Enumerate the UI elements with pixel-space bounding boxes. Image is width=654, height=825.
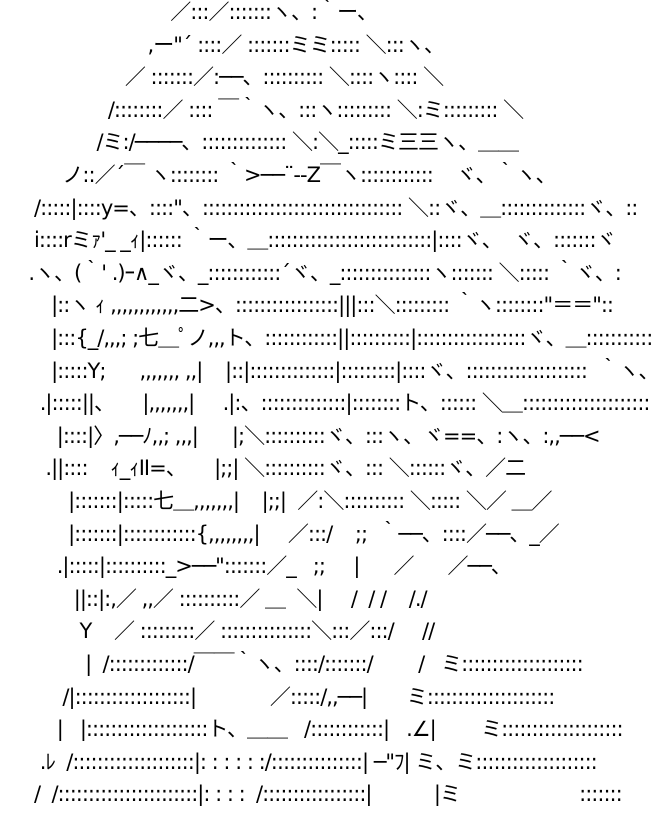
art-line: /::::::::／ :::: ￣｀ヽ、:::ヽ::::::::: ＼:ミ:::… [0,97,524,122]
art-line: /:::::|::::y=、::::"、::::::::::::::::::::… [0,195,638,220]
art-line: ／:::／:::::::ヽ、:｀ー、 [0,0,378,24]
art-line: |:::::Y; ,,,,,,, ,,| |::|::::::::::::::|… [0,358,654,383]
art-line: i::::rミｧ'_ _ｨ|:::::: ｀ー、＿:::::::::::::::… [0,228,616,253]
art-line: .|:::::|::::::::::_>──":::::::／_ ;; | ／ … [0,554,512,579]
art-line: | |::::::::::::::::::::ト、＿＿ /:::::::::::… [0,717,624,742]
art-line: |::ヽ ｨ ,,,,,,,,,,,,二>、:::::::::::::::::|… [0,293,614,318]
art-line: ||::|:,／ ,,／ ::::::::::／ ＿ ＼| / / / /./ [0,586,428,611]
art-line: |::::|〉,──ﾉ,,; ,,,| |;＼::::::::::ヾ、:::ヽ、… [0,423,601,448]
art-line: |:::::::|:::::七＿,,,,,,,| |;;| ／:＼:::::::… [0,489,552,513]
art-line: ,ー"´ ::::／ :::::::ミミ::::: ＼:::ヽ、 [0,32,445,57]
art-line: Y ／ :::::::::／ :::::::::::::::＼:::／:::/ … [0,619,435,644]
art-line: .|:::::||、 |,,,,,,,| .|:、::::::::::::::|… [0,391,651,416]
art-line: /ミ:/────、:::::::::::::: ＼:＼_:::::ミ三三ヽ、＿＿ [0,130,518,155]
art-line: ノ::／´￣ ヽ:::::::: ｀>──¨--Z￣ヽ:::::::::::: … [0,163,556,187]
art-line: / /:::::::::::::::::::::::|: : : : /::::… [0,782,623,807]
art-line: |:::::::|::::::::::::{,,,,,,,,| ／:::/ ;;… [0,521,560,546]
art-line: ／ :::::::／:──、:::::::::: ＼::::ヽ:::: ＼ [0,65,444,90]
art-line: .||:::: ｨ_ｨII=、 |;;| ＼::::::::::ヾ、::: ＼:… [0,456,526,481]
art-line: /|:::::::::::::::::::| ／:::::/,,──| ミ:::… [0,684,555,709]
art-line: .ヽ、(｀' .)ｰ∧_ヾ、_::::::::::::´ヾ、_:::::::::… [0,260,621,285]
art-line: .ﾚ /::::::::::::::::::::|: : : : : :/:::… [0,749,598,774]
art-line: | /:::::::::::::/￣￣｀ヽ、::::/:::::::/ / ミ:… [0,652,584,676]
art-line: |:::{_/,,,; ;七＿ﾟノ,,,ト、::::::::::::||::::… [0,326,653,350]
